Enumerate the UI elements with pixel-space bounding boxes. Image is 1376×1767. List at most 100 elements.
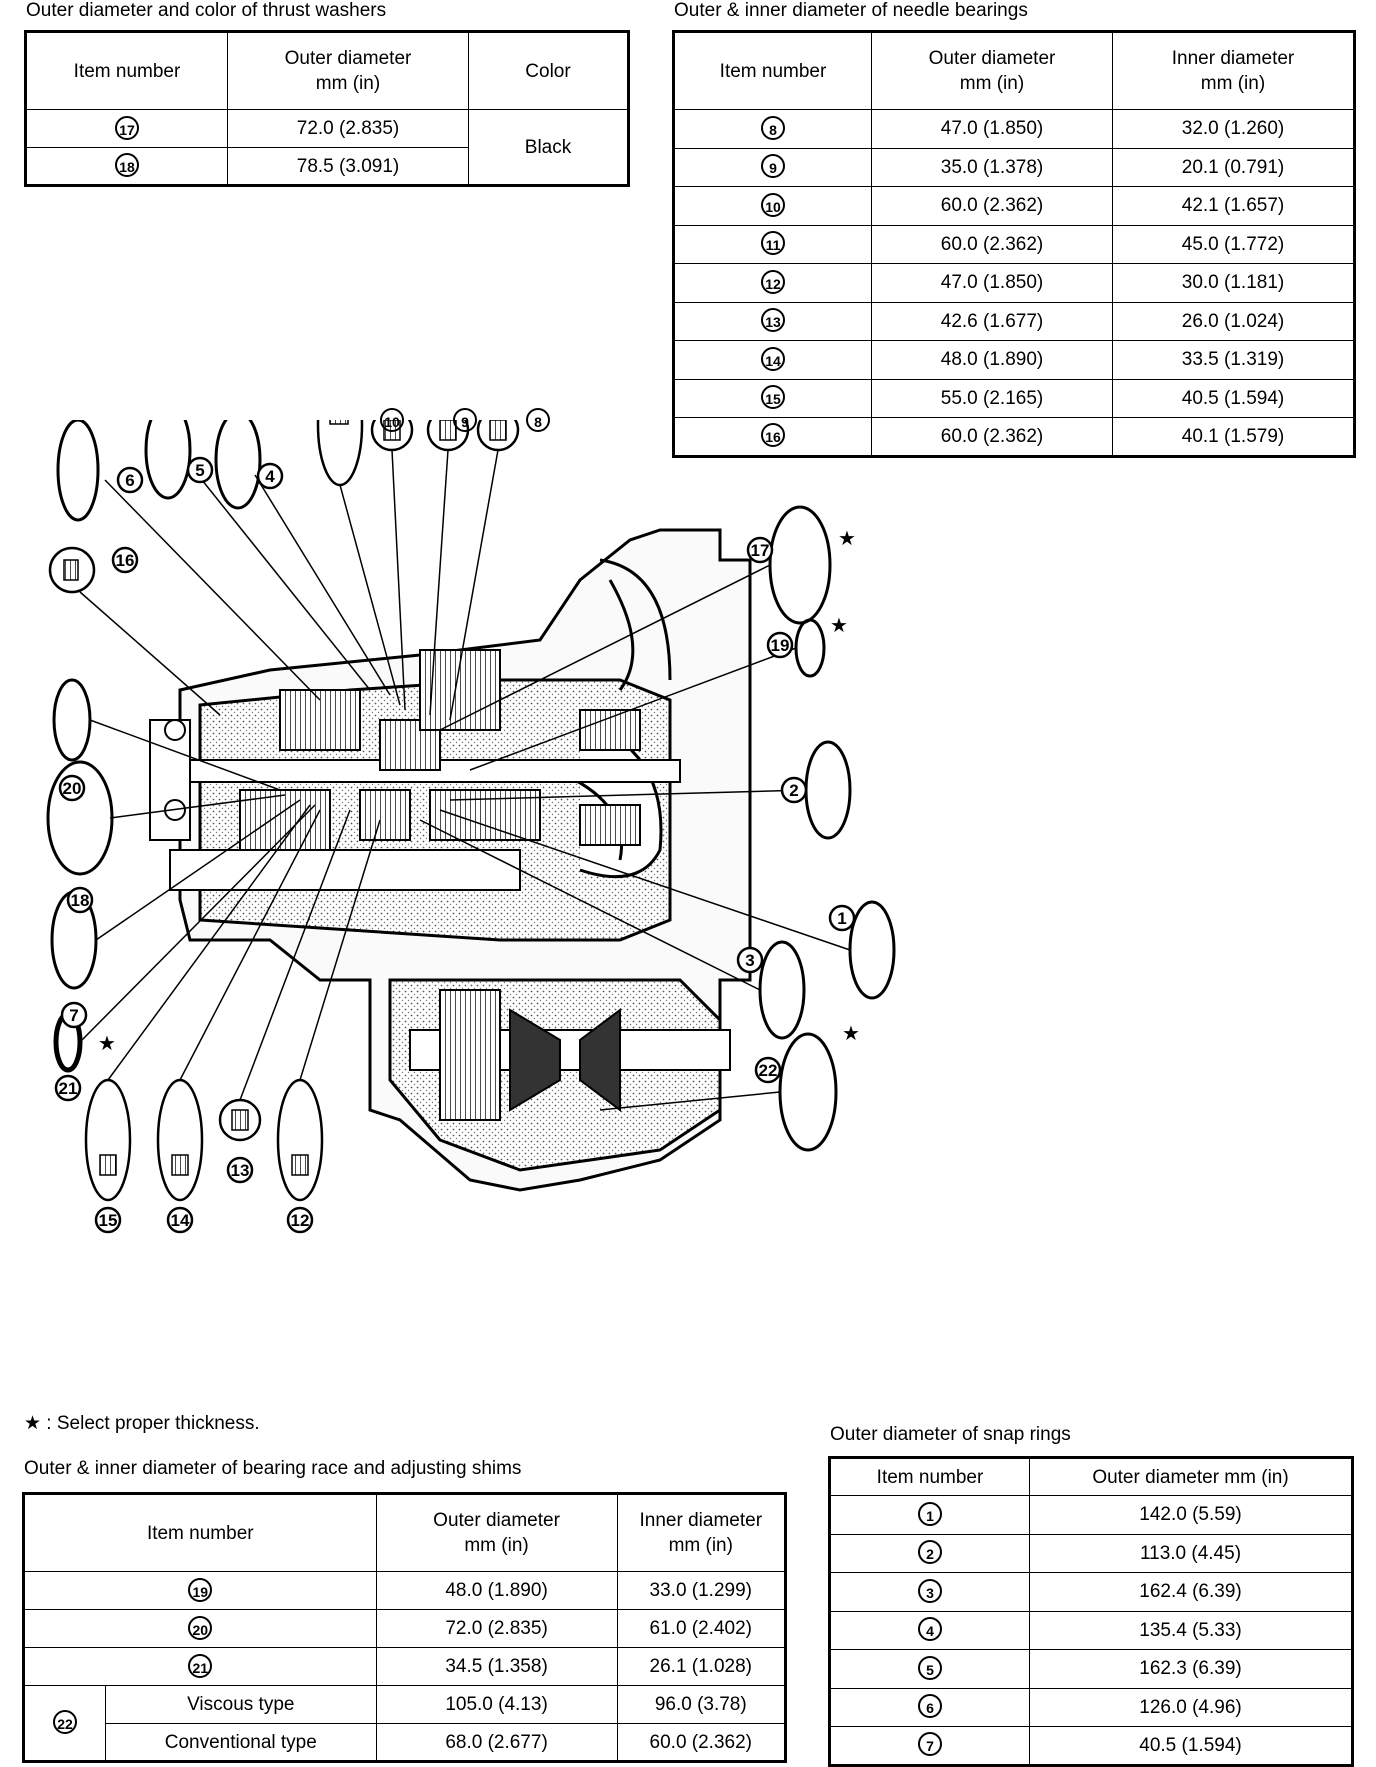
svg-text:19: 19 bbox=[771, 636, 790, 655]
inner-diameter-cell: 45.0 (1.772) bbox=[1112, 224, 1355, 264]
snap-ring-4 bbox=[214, 420, 262, 510]
callout-5: 5 bbox=[186, 456, 214, 484]
item-number-badge: 7 bbox=[918, 1732, 942, 1757]
needle-bearings-table: Item number Outer diameter mm (in) Inner… bbox=[672, 30, 1356, 458]
select-thickness-note: ★ : Select proper thickness. bbox=[24, 1413, 260, 1434]
leader-lines bbox=[79, 449, 851, 1111]
svg-text:12: 12 bbox=[291, 1211, 310, 1230]
bearing-race-table: Item number Outer diameter mm (in) Inner… bbox=[22, 1492, 787, 1763]
transaxle-cross-section-diagram: 6 5 4 16 20 18 7 21 15 14 13 12 11 17 19… bbox=[46, 420, 896, 1234]
table-row: 3 162.4 (6.39) bbox=[829, 1572, 1353, 1612]
inner-diameter-cell: 20.1 (0.791) bbox=[1112, 147, 1355, 187]
svg-text:13: 13 bbox=[231, 1161, 250, 1180]
outer-diameter-cell: 142.0 (5.59) bbox=[1029, 1495, 1353, 1535]
thrust-washer-17 bbox=[768, 505, 832, 625]
outer-diameter-cell: 35.0 (1.378) bbox=[871, 147, 1113, 187]
outer-diameter-cell: 48.0 (1.890) bbox=[871, 340, 1113, 380]
callout-6: 6 bbox=[116, 466, 144, 494]
outer-diameter-cell: 105.0 (4.13) bbox=[375, 1685, 618, 1724]
header-item-number: Item number bbox=[829, 1457, 1030, 1496]
header-item-number: Item number bbox=[25, 31, 228, 110]
inner-diameter-cell: 42.1 (1.657) bbox=[1112, 186, 1355, 226]
callout-14: 14 bbox=[166, 1206, 194, 1234]
item-number-badge: 18 bbox=[115, 153, 139, 177]
svg-text:6: 6 bbox=[125, 471, 134, 490]
outer-diameter-cell: 135.4 (5.33) bbox=[1029, 1610, 1353, 1650]
outer-diameter-cell: 60.0 (2.362) bbox=[871, 186, 1113, 226]
inner-diameter-cell: 61.0 (2.402) bbox=[616, 1609, 787, 1648]
outer-diameter-cell: 48.0 (1.890) bbox=[375, 1571, 618, 1610]
callout-21: 21 bbox=[54, 1074, 82, 1102]
item-number-badge: 21 bbox=[188, 1653, 213, 1678]
item-number-badge: 10 bbox=[761, 192, 785, 217]
header-item-number: Item number bbox=[23, 1493, 377, 1572]
callout-labels: 6 5 4 16 20 18 7 21 15 14 13 12 11 17 19… bbox=[54, 456, 856, 1234]
outer-diameter-cell: 60.0 (2.362) bbox=[871, 224, 1113, 264]
svg-text:5: 5 bbox=[195, 461, 204, 480]
table-row: 15 55.0 (2.165)40.5 (1.594) bbox=[673, 378, 1355, 418]
outer-diameter-cell: 162.4 (6.39) bbox=[1029, 1572, 1353, 1612]
svg-text:17: 17 bbox=[751, 541, 770, 560]
item-number-badge: 12 bbox=[761, 269, 785, 294]
type-cell: Viscous type bbox=[105, 1685, 377, 1724]
bearing-race-19 bbox=[794, 618, 826, 678]
item-number-badge: 20 bbox=[188, 1615, 213, 1640]
type-cell: Conventional type bbox=[105, 1723, 377, 1762]
item-number-badge: 16 bbox=[761, 423, 785, 448]
inner-diameter-cell: 40.5 (1.594) bbox=[1112, 378, 1355, 418]
item-number-badge: 3 bbox=[918, 1578, 942, 1603]
outer-diameter-cell: 42.6 (1.677) bbox=[871, 301, 1113, 341]
inner-diameter-cell: 96.0 (3.78) bbox=[616, 1685, 787, 1724]
header-inner-diameter: Inner diameter mm (in) bbox=[1112, 31, 1355, 110]
svg-text:21: 21 bbox=[59, 1079, 78, 1098]
callout-7: 7 bbox=[60, 1001, 88, 1029]
inner-diameter-cell: 32.0 (1.260) bbox=[1112, 109, 1355, 149]
svg-text:15: 15 bbox=[99, 1211, 118, 1230]
inner-diameter-cell: 60.0 (2.362) bbox=[616, 1723, 787, 1762]
callout-1: 1 bbox=[828, 904, 856, 932]
item-number-badge: 4 bbox=[918, 1617, 942, 1642]
outer-diameter-cell: 34.5 (1.358) bbox=[375, 1647, 618, 1686]
svg-text:★: ★ bbox=[830, 613, 848, 637]
header-outer-diameter: Outer diameter mm (in) bbox=[227, 31, 469, 110]
header-outer-diameter: Outer diameter mm (in) bbox=[1029, 1457, 1353, 1496]
callout-13: 13 bbox=[226, 1156, 254, 1184]
snap-ring-6 bbox=[56, 420, 100, 522]
item-number-badge: 2 bbox=[918, 1540, 942, 1565]
outer-diameter-cell: 162.3 (6.39) bbox=[1029, 1649, 1353, 1689]
svg-text:★: ★ bbox=[838, 526, 856, 550]
header-inner-diameter: Inner diameter mm (in) bbox=[616, 1493, 787, 1572]
callout-20: 20 bbox=[58, 774, 86, 802]
inner-diameter-cell: 40.1 (1.579) bbox=[1112, 417, 1355, 457]
thrust-washers-table: Item number Outer diameter mm (in) Color… bbox=[24, 30, 630, 187]
svg-text:3: 3 bbox=[745, 951, 754, 970]
snap-rings-caption: Outer diameter of snap rings bbox=[830, 1424, 1071, 1445]
item-number-badge: 6 bbox=[918, 1694, 942, 1719]
item-number-badge: 22 bbox=[53, 1710, 77, 1734]
table-row: 1 142.0 (5.59) bbox=[829, 1495, 1353, 1535]
outer-diameter-cell: 47.0 (1.850) bbox=[871, 263, 1113, 303]
header-outer-diameter: Outer diameter mm (in) bbox=[375, 1493, 618, 1572]
table-row: 4 135.4 (5.33) bbox=[829, 1610, 1353, 1650]
item-number-badge: 15 bbox=[761, 385, 785, 410]
washer-20 bbox=[52, 678, 92, 762]
bearing-race-caption: Outer & inner diameter of bearing race a… bbox=[24, 1458, 522, 1479]
svg-text:7: 7 bbox=[69, 1006, 78, 1025]
snap-ring-1 bbox=[848, 900, 896, 1000]
header-item-number: Item number bbox=[673, 31, 872, 110]
outer-diameter-cell: 55.0 (2.165) bbox=[871, 378, 1113, 418]
item-number-badge: 1 bbox=[918, 1501, 942, 1526]
svg-text:4: 4 bbox=[265, 467, 275, 486]
